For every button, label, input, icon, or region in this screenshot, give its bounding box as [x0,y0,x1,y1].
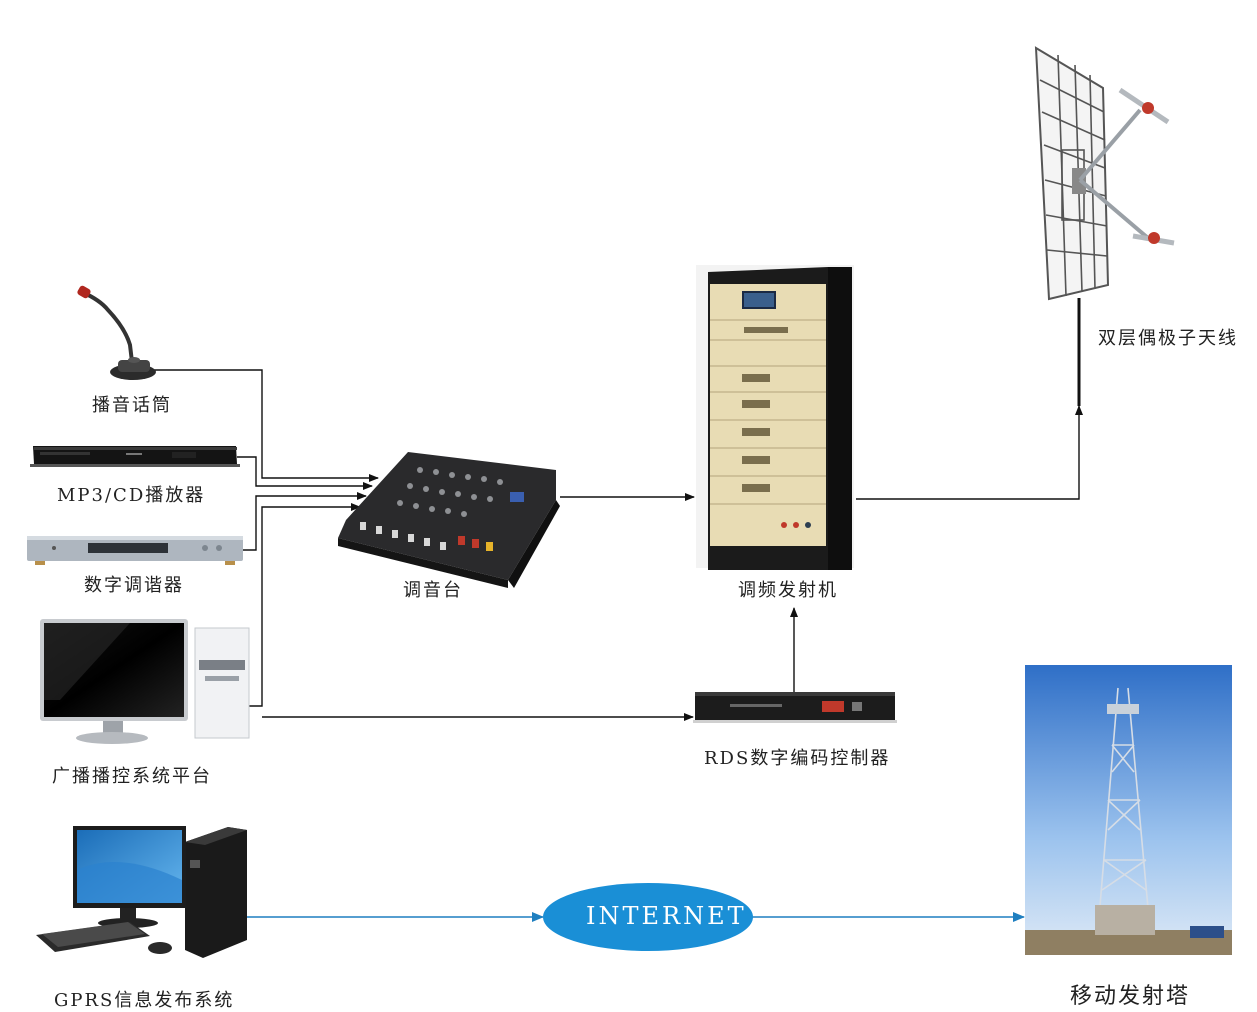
dvd-player-icon [30,446,240,467]
transmitter-rack-icon [696,265,854,570]
internet-label: INTERNET [586,902,747,930]
mobile-tower-label: 移动发射塔 [1070,984,1191,1009]
tuner-to-mixer-line [243,492,367,551]
desktop-computer-icon [36,826,247,958]
connections [150,298,1083,721]
antenna-label: 双层偶极子天线 [1098,328,1238,349]
mixer-label: 调音台 [403,580,463,601]
mixer-knobs [397,467,503,517]
transmitter-to-antenna-line [856,405,1083,500]
player-to-mixer-line [237,456,373,490]
mp3-cd-player-label: MP3/CD播放器 [57,485,206,506]
desktop-computer-icon [40,619,250,744]
lattice-tower-icon [1025,665,1232,955]
dipole-antenna-icon [1034,46,1175,301]
rack-controller-icon [693,692,897,723]
digital-tuner-label: 数字调谐器 [84,575,184,596]
mic-to-mixer-line [150,369,379,482]
platform-to-mixer-line [246,503,361,707]
internet-cloud [543,883,753,951]
rds-controller-label: RDS数字编码控制器 [704,748,891,769]
tuner-icon [27,536,243,565]
microphone-label: 播音话筒 [92,395,172,416]
audio-mixer-icon [338,452,560,588]
gprs-system-label: GPRS信息发布系统 [54,990,235,1011]
gooseneck-microphone-icon [77,285,156,380]
broadcast-platform-label: 广播播控系统平台 [52,766,212,787]
fm-transmitter-label: 调频发射机 [738,580,838,601]
mixer-faders [360,522,446,550]
